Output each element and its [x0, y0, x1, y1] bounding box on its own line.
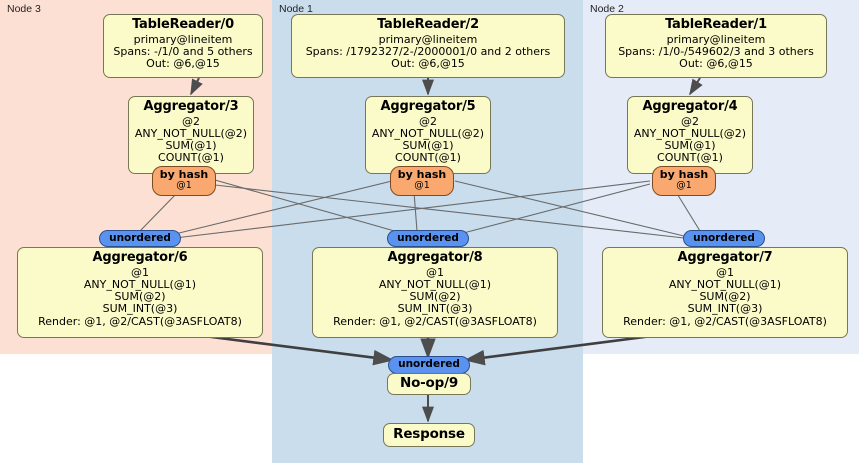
- aggregator-8-agg-1: SUM(@2): [409, 290, 461, 304]
- aggregator-6-agg-2: SUM_INT(@3): [102, 302, 178, 316]
- aggregator-7-agg-2: SUM_INT(@3): [687, 302, 763, 316]
- aggregator-7-title: Aggregator/7: [677, 250, 773, 265]
- panel-node-1-label: Node 1: [279, 3, 313, 15]
- aggregator-4-agg-0: ANY_NOT_NULL(@2): [633, 126, 747, 140]
- aggregator-7-group: @1: [716, 265, 734, 279]
- table-reader-0-out: Out: @6,@15: [146, 57, 220, 71]
- aggregator-4-box[interactable]: Aggregator/4 @2 ANY_NOT_NULL(@2) SUM(@1)…: [627, 96, 753, 174]
- hash-router-badge-5-label: by hash: [397, 168, 447, 181]
- unordered-badge-right[interactable]: unordered: [683, 230, 765, 247]
- aggregator-5-agg-0: ANY_NOT_NULL(@2): [371, 126, 485, 140]
- unordered-badge-center-label: unordered: [397, 231, 459, 244]
- aggregator-6-box[interactable]: Aggregator/6 @1 ANY_NOT_NULL(@1) SUM(@2)…: [17, 247, 263, 338]
- table-reader-2-out: Out: @6,@15: [391, 57, 465, 71]
- table-reader-0-spans: Spans: -/1/0 and 5 others: [113, 44, 253, 58]
- aggregator-7-render: Render: @1, @2/CAST(@3ASFLOAT8): [623, 314, 827, 328]
- table-reader-2-title: TableReader/2: [377, 17, 479, 32]
- aggregator-7-box[interactable]: Aggregator/7 @1 ANY_NOT_NULL(@1) SUM(@2)…: [602, 247, 848, 338]
- aggregator-4-agg-2: COUNT(@1): [657, 151, 723, 165]
- aggregator-7-agg-1: SUM(@2): [699, 290, 751, 304]
- noop-box[interactable]: No-op/9: [387, 373, 471, 395]
- aggregator-8-box[interactable]: Aggregator/8 @1 ANY_NOT_NULL(@1) SUM(@2)…: [312, 247, 558, 338]
- hash-router-badge-3-column: @1: [176, 179, 192, 191]
- aggregator-6-agg-1: SUM(@2): [114, 290, 166, 304]
- aggregator-8-title: Aggregator/8: [387, 250, 483, 265]
- unordered-badge-center[interactable]: unordered: [387, 230, 469, 247]
- aggregator-4-title: Aggregator/4: [642, 99, 738, 114]
- panel-node-3-label: Node 3: [7, 3, 41, 15]
- aggregator-4-group: @2: [681, 114, 699, 128]
- table-reader-2-spans: Spans: /1792327/2-/2000001/0 and 2 other…: [305, 44, 551, 58]
- aggregator-3-group: @2: [182, 114, 200, 128]
- table-reader-0-source: primary@lineitem: [133, 32, 233, 46]
- aggregator-8-render: Render: @1, @2/CAST(@3ASFLOAT8): [333, 314, 537, 328]
- aggregator-3-agg-2: COUNT(@1): [158, 151, 224, 165]
- unordered-badge-left-label: unordered: [109, 231, 171, 244]
- aggregator-7-agg-0: ANY_NOT_NULL(@1): [668, 277, 782, 291]
- aggregator-6-render: Render: @1, @2/CAST(@3ASFLOAT8): [38, 314, 242, 328]
- aggregator-5-group: @2: [419, 114, 437, 128]
- table-reader-1-title: TableReader/1: [665, 17, 767, 32]
- table-reader-2-box[interactable]: TableReader/2 primary@lineitem Spans: /1…: [291, 14, 565, 78]
- table-reader-1-spans: Spans: /1/0-/549602/3 and 3 others: [618, 44, 814, 58]
- table-reader-1-box[interactable]: TableReader/1 primary@lineitem Spans: /1…: [605, 14, 827, 78]
- aggregator-5-box[interactable]: Aggregator/5 @2 ANY_NOT_NULL(@2) SUM(@1)…: [365, 96, 491, 174]
- aggregator-3-box[interactable]: Aggregator/3 @2 ANY_NOT_NULL(@2) SUM(@1)…: [128, 96, 254, 174]
- unordered-badge-final[interactable]: unordered: [388, 356, 470, 374]
- aggregator-6-title: Aggregator/6: [92, 250, 188, 265]
- hash-router-badge-3-label: by hash: [159, 168, 209, 181]
- noop-title: No-op/9: [399, 375, 459, 391]
- hash-router-badge-5[interactable]: by hash @1: [390, 166, 454, 196]
- aggregator-5-agg-1: SUM(@1): [402, 139, 454, 153]
- table-reader-0-title: TableReader/0: [132, 17, 234, 32]
- aggregator-5-agg-2: COUNT(@1): [395, 151, 461, 165]
- unordered-badge-final-label: unordered: [398, 358, 460, 371]
- aggregator-6-agg-0: ANY_NOT_NULL(@1): [83, 277, 197, 291]
- hash-router-badge-4-column: @1: [676, 179, 692, 191]
- aggregator-8-agg-2: SUM_INT(@3): [397, 302, 473, 316]
- table-reader-1-out: Out: @6,@15: [679, 57, 753, 71]
- unordered-badge-right-label: unordered: [693, 231, 755, 244]
- response-box[interactable]: Response: [383, 423, 475, 447]
- aggregator-3-agg-1: SUM(@1): [165, 139, 217, 153]
- hash-router-badge-5-column: @1: [414, 179, 430, 191]
- aggregator-5-title: Aggregator/5: [380, 99, 476, 114]
- aggregator-3-agg-0: ANY_NOT_NULL(@2): [134, 126, 248, 140]
- panel-node-2-label: Node 2: [590, 3, 624, 15]
- hash-router-badge-4-label: by hash: [659, 168, 709, 181]
- table-reader-0-box[interactable]: TableReader/0 primary@lineitem Spans: -/…: [103, 14, 263, 78]
- response-title: Response: [393, 426, 465, 442]
- hash-router-badge-3[interactable]: by hash @1: [152, 166, 216, 196]
- table-reader-2-source: primary@lineitem: [378, 32, 478, 46]
- table-reader-1-source: primary@lineitem: [666, 32, 766, 46]
- aggregator-8-agg-0: ANY_NOT_NULL(@1): [378, 277, 492, 291]
- aggregator-6-group: @1: [131, 265, 149, 279]
- aggregator-8-group: @1: [426, 265, 444, 279]
- hash-router-badge-4[interactable]: by hash @1: [652, 166, 716, 196]
- aggregator-4-agg-1: SUM(@1): [664, 139, 716, 153]
- unordered-badge-left[interactable]: unordered: [99, 230, 181, 247]
- aggregator-3-title: Aggregator/3: [143, 99, 239, 114]
